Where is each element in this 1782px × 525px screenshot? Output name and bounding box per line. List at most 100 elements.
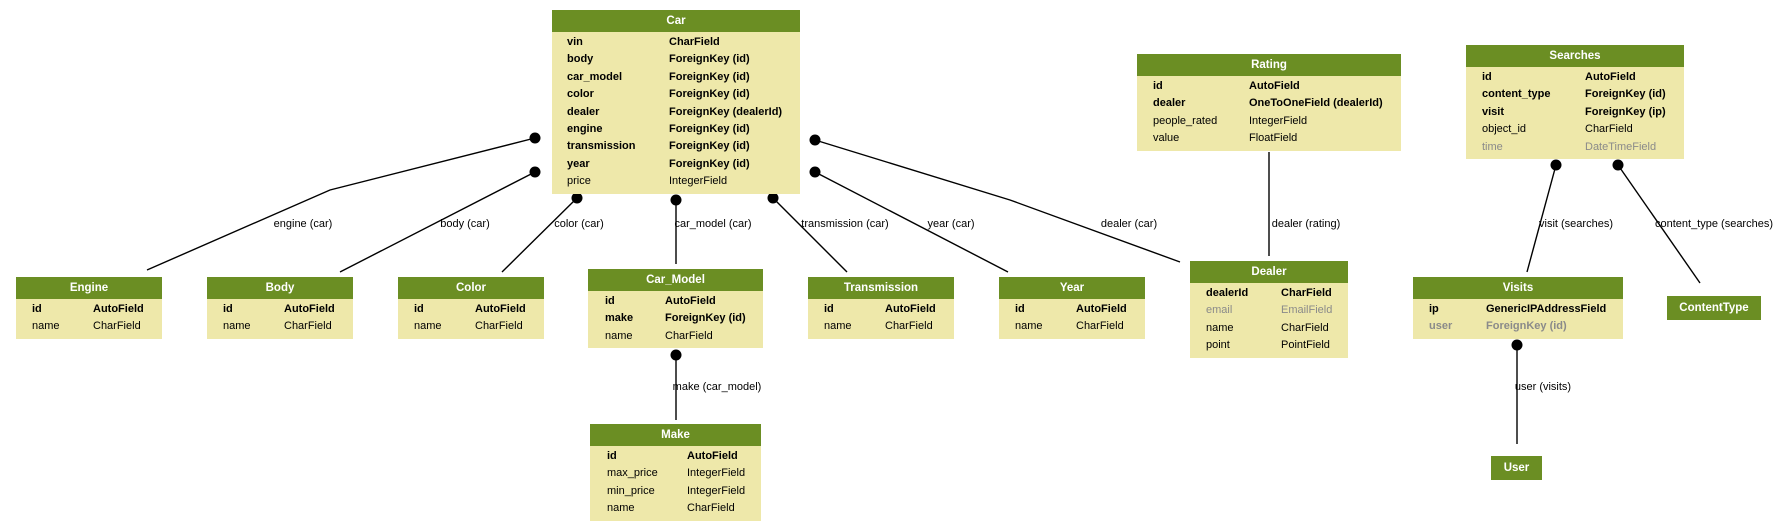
- field-name: car_model: [567, 70, 623, 83]
- field-type: AutoField: [687, 450, 738, 462]
- edge-label: color (car): [554, 218, 604, 230]
- edge-label: transmission (car): [801, 218, 888, 230]
- model-title: Transmission: [808, 277, 954, 299]
- edge-endpoint-dot: [809, 134, 821, 146]
- edge-label: make (car_model): [673, 381, 762, 393]
- field-type: IntegerField: [687, 467, 746, 480]
- field-name: engine: [567, 122, 603, 135]
- model-title: Car: [552, 10, 800, 32]
- field-name: name: [824, 320, 852, 333]
- field-name: id: [1153, 80, 1163, 92]
- field-name: vin: [567, 36, 583, 48]
- edge-line: [1526, 164, 1557, 273]
- edge-label: content_type (searches): [1655, 218, 1773, 230]
- field-type: ForeignKey (id): [669, 88, 750, 101]
- field-list: ip GenericIPAddressField user ForeignKey (i…: [1413, 299, 1623, 339]
- field-name: id: [414, 303, 424, 315]
- field-type: AutoField: [1249, 80, 1300, 92]
- field-name: id: [32, 303, 42, 315]
- field-type: AutoField: [284, 303, 335, 315]
- field-name: id: [607, 450, 617, 462]
- field-name: visit: [1482, 105, 1505, 118]
- field-type: ForeignKey (id): [1486, 320, 1567, 333]
- field-type: ForeignKey (id): [669, 157, 750, 170]
- edge-label: year (car): [927, 218, 974, 230]
- edge-endpoint-dot: [529, 166, 541, 178]
- field-type: ForeignKey (id): [669, 53, 750, 66]
- field-type: GenericIPAddressField: [1486, 303, 1607, 315]
- field-type: PointField: [1281, 339, 1330, 352]
- field-type: CharField: [665, 329, 713, 342]
- relationship-edge: body (car): [339, 166, 541, 273]
- edge-label: dealer (car): [1101, 218, 1157, 230]
- field-name: content_type: [1482, 88, 1551, 101]
- edge-line: [146, 137, 536, 271]
- relationship-edge: dealer (rating): [1268, 152, 1340, 256]
- field-type: ForeignKey (dealerId): [669, 105, 783, 118]
- field-type: EmailField: [1281, 304, 1333, 317]
- edge-label: dealer (rating): [1272, 218, 1340, 230]
- field-name: make: [605, 312, 634, 325]
- field-name: name: [1015, 320, 1043, 333]
- edge-label: user (visits): [1515, 381, 1571, 393]
- edge-label: engine (car): [274, 218, 333, 230]
- edge-line: [339, 171, 536, 273]
- field-type: IntegerField: [669, 175, 728, 188]
- field-name: transmission: [567, 140, 636, 153]
- field-name: name: [223, 320, 251, 333]
- field-type: AutoField: [665, 295, 716, 307]
- edge-endpoint-dot: [529, 132, 541, 144]
- edge-line: [814, 139, 1181, 263]
- field-name: people_rated: [1153, 114, 1218, 127]
- relationship-edge: engine (car): [146, 132, 541, 271]
- field-name: body: [567, 53, 594, 66]
- field-type: CharField: [1281, 287, 1332, 299]
- field-type: CharField: [885, 320, 933, 333]
- edge-label: visit (searches): [1539, 218, 1613, 230]
- model-title: Body: [207, 277, 353, 299]
- relationship-edge: car_model (car): [670, 194, 752, 264]
- model-title: Year: [999, 277, 1145, 299]
- edge-endpoint-dot: [809, 166, 821, 178]
- relationship-edge: visit (searches): [1526, 159, 1613, 273]
- field-name: ip: [1429, 303, 1439, 315]
- field-name: user: [1429, 320, 1453, 333]
- field-type: AutoField: [885, 303, 936, 315]
- field-row: dealer ForeignKey (dealerId): [552, 104, 800, 121]
- edge-line: [772, 197, 848, 273]
- field-name: name: [605, 329, 633, 342]
- field-name: point: [1206, 339, 1230, 352]
- edge-label: car_model (car): [674, 218, 751, 230]
- model-contenttype: ContentType: [1667, 296, 1761, 320]
- edge-line: [1617, 164, 1701, 284]
- field-name: id: [1015, 303, 1025, 315]
- field-name: id: [1482, 71, 1492, 83]
- edge-line: [501, 197, 578, 273]
- field-name: dealer: [567, 105, 600, 118]
